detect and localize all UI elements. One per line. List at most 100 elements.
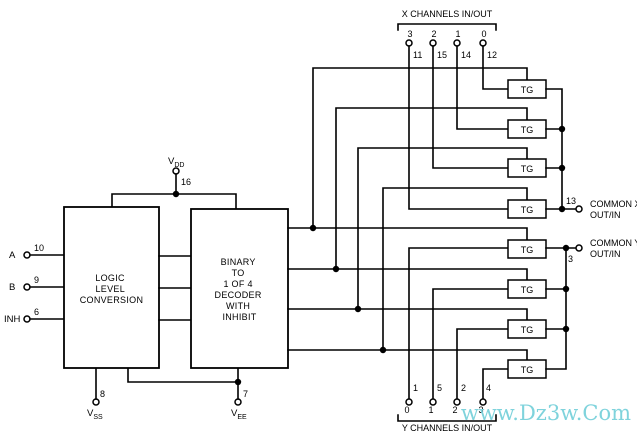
x-bus-junction <box>558 205 566 213</box>
y-channels-label: Y CHANNELS IN/OUT <box>402 423 493 433</box>
x-channel-number: 1 <box>455 29 460 39</box>
vee-label: VEE <box>231 408 247 421</box>
y-channel-terminal <box>405 398 413 406</box>
x-channel-terminal <box>453 39 461 47</box>
y-bus-junction <box>562 244 570 252</box>
input-a: A 10 <box>9 243 65 261</box>
tg-label: TG <box>521 205 534 215</box>
y-bus-junction <box>562 325 570 333</box>
input-name: A <box>9 250 16 261</box>
tg-box <box>507 239 547 259</box>
bus-junction <box>379 346 387 354</box>
y-channel-pin: 5 <box>437 383 442 393</box>
tg-gate-y0: TG <box>507 239 547 259</box>
x-channel-0: 0 12 <box>479 29 497 60</box>
tg-gate-x2: TG <box>507 158 547 178</box>
vee-junction <box>234 378 242 386</box>
bus-junction <box>354 305 362 313</box>
vss-supply: 8 VSS <box>87 389 105 421</box>
tg-label: TG <box>521 245 534 255</box>
tg-gate-x0: TG <box>507 79 547 99</box>
vss-label: VSS <box>87 408 103 421</box>
x-channel-0-wire <box>482 45 509 90</box>
watermark: www.Dz3w.Com <box>461 401 631 425</box>
input-name: B <box>9 282 15 293</box>
input-terminal <box>23 315 31 323</box>
x-bus-junction <box>558 125 566 133</box>
common-y-bus <box>545 247 577 370</box>
vdd-label: VDD <box>168 156 184 169</box>
vdd-pin: 16 <box>181 177 191 187</box>
x-channel-number: 2 <box>431 29 436 39</box>
y-channel-3-wire <box>482 368 509 400</box>
tg-gate-y2: TG <box>507 319 547 339</box>
vee-terminal <box>234 398 242 406</box>
input-terminal <box>23 251 31 259</box>
vss-pin: 8 <box>100 389 105 399</box>
x-channels-label: X CHANNELS IN/OUT <box>402 9 493 19</box>
x-channel-terminal <box>405 39 413 47</box>
y-bus-junction <box>562 285 570 293</box>
vee-supply: 7 VEE <box>231 389 248 421</box>
y-channel-0: 1 0 <box>404 383 418 415</box>
tg-label: TG <box>521 125 534 135</box>
y-channel-pin: 2 <box>461 383 466 393</box>
bus-junction <box>332 265 340 273</box>
y-channel-1: 5 1 <box>428 383 442 415</box>
y-channel-terminal <box>479 398 487 406</box>
input-pin: 10 <box>34 243 44 253</box>
x-channel-terminal <box>429 39 437 47</box>
x-channel-number: 3 <box>407 29 412 39</box>
input-inh: INH 6 <box>4 307 65 325</box>
y-channel-number: 1 <box>428 405 433 415</box>
common-x-bus <box>545 88 577 210</box>
x-channel-pin: 15 <box>437 50 447 60</box>
decoder-block-label: BINARY TO 1 OF 4 DECODER WITH INHIBIT <box>215 257 265 322</box>
y-channel-0-wire <box>408 247 509 400</box>
input-b: B 9 <box>9 275 65 293</box>
input-name: INH <box>4 314 21 325</box>
common-y-label: COMMON Y OUT/IN <box>590 238 637 259</box>
y-channel-terminal <box>453 398 461 406</box>
x-bus-junction <box>558 164 566 172</box>
input-pin: 9 <box>34 275 39 285</box>
common-x-label: COMMON X OUT/IN <box>590 199 637 220</box>
x-channel-1-wire <box>456 45 509 130</box>
logic-level-conversion-block <box>63 206 160 369</box>
bus-junction <box>309 224 317 232</box>
logic-to-decoder-wires <box>158 255 192 321</box>
tg-gate-x1: TG <box>507 119 547 139</box>
logic-block-label: LOGIC LEVEL CONVERSION <box>80 273 144 305</box>
y-channel-2-wire <box>456 328 509 400</box>
x-channels-bracket <box>397 23 497 31</box>
vee-pin: 7 <box>243 389 248 399</box>
y-channel-pin: 1 <box>413 383 418 393</box>
common-x-terminal <box>575 205 583 213</box>
tg-gate-y1: TG <box>507 279 547 299</box>
x-channel-2-wire <box>432 45 509 169</box>
vee-rail <box>127 367 239 400</box>
tg-label: TG <box>521 85 534 95</box>
y-channels-bracket <box>397 414 497 422</box>
vss-terminal <box>92 398 100 406</box>
tg-label: TG <box>521 365 534 375</box>
decoder-output-3 <box>287 187 528 361</box>
vdd-terminal <box>172 167 180 175</box>
y-channel-3: 4 3 <box>478 383 491 415</box>
tg-label: TG <box>521 285 534 295</box>
tg-label: TG <box>521 325 534 335</box>
y-channel-number: 3 <box>478 405 483 415</box>
x-channel-terminal <box>479 39 487 47</box>
input-pin: 6 <box>34 307 39 317</box>
vdd-junction <box>172 190 180 198</box>
decoder-output-2 <box>287 147 528 321</box>
y-channel-number: 2 <box>452 405 457 415</box>
tg-label: TG <box>521 164 534 174</box>
x-channel-pin: 12 <box>487 50 497 60</box>
x-channel-pin: 14 <box>461 50 471 60</box>
input-terminal <box>23 283 31 291</box>
decoder-output-0 <box>287 67 528 241</box>
y-channel-number: 0 <box>404 405 409 415</box>
common-y-pin: 3 <box>568 254 573 264</box>
x-channel-number: 0 <box>481 29 486 39</box>
